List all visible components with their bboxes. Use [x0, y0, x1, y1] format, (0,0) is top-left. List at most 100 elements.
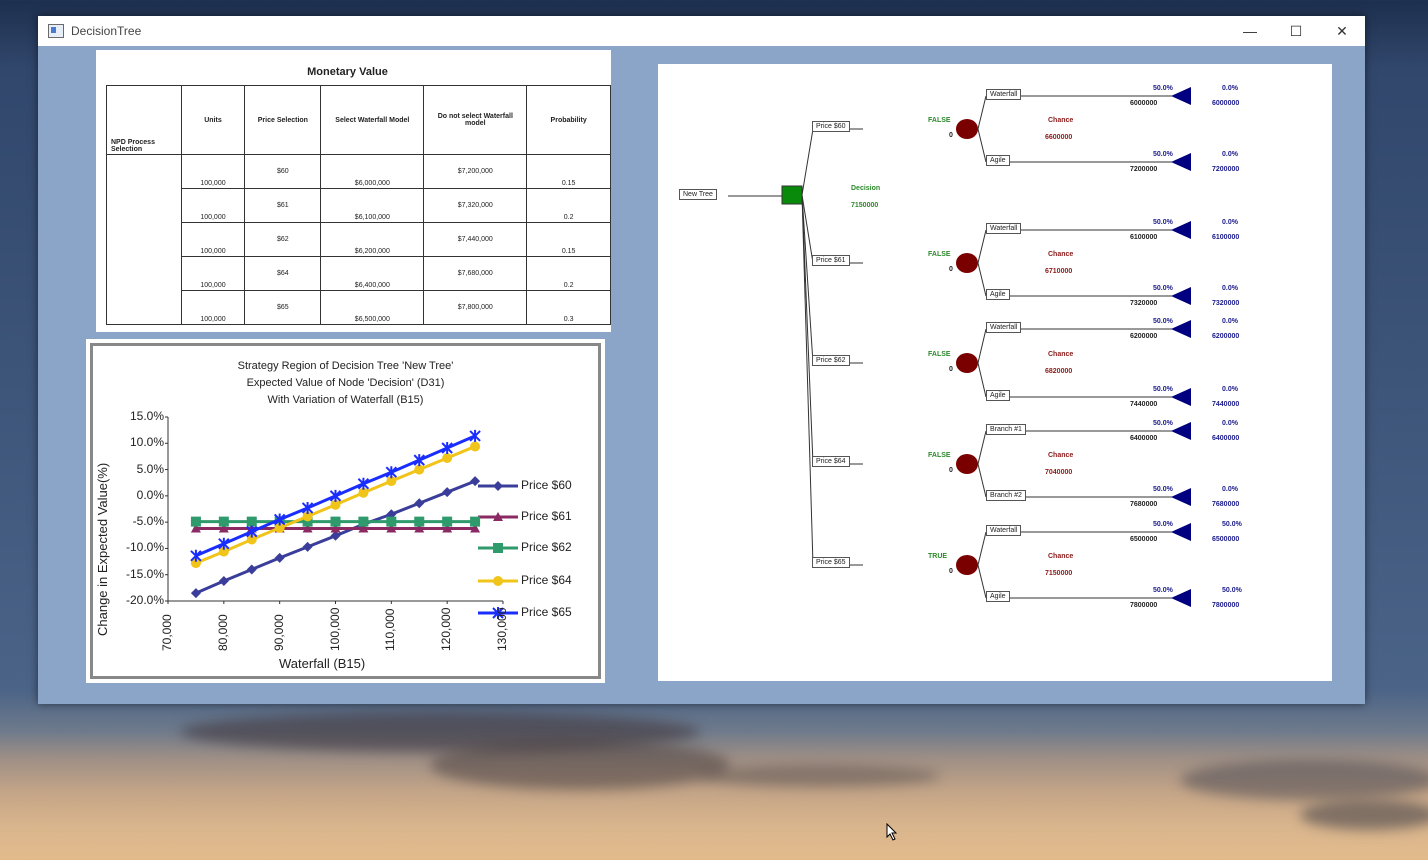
data-point: [442, 523, 453, 533]
cell-price: $61: [277, 202, 289, 209]
data-point: [273, 513, 286, 526]
data-point: [274, 552, 285, 563]
data-point: [442, 487, 453, 498]
cell-no-waterfall: $7,800,000: [457, 304, 493, 311]
terminal-node-triangle: [1171, 87, 1191, 105]
branch-cost: 0: [949, 467, 953, 474]
data-point: [414, 523, 425, 533]
branch-label: Price $65: [812, 557, 850, 568]
outcome-probability: 50.0%: [1222, 587, 1242, 594]
monetary-value-table: NPD Process Selection Units Price Select…: [106, 85, 611, 325]
monetary-value-table-image: Monetary Value NPD Process Selection Uni…: [96, 50, 611, 332]
outcome-value: 7680000: [1130, 501, 1158, 508]
data-point: [246, 564, 257, 575]
chance-value: 7150000: [1045, 570, 1073, 577]
mouse-cursor-icon: [886, 822, 898, 841]
x-tick-label: 120,000: [439, 607, 454, 651]
outcome-branch-line: [977, 262, 987, 297]
terminal-node-triangle: [1171, 422, 1191, 440]
desktop-cloud: [1300, 800, 1428, 830]
terminal-node-triangle: [1171, 320, 1191, 338]
desktop-cloud: [1180, 760, 1428, 800]
outcome-probability: 0.0%: [1222, 386, 1238, 393]
legend-label: Price $61: [521, 509, 572, 523]
outcome-percent: 50.0%: [1153, 85, 1173, 92]
cell-units: 100,000: [200, 214, 226, 221]
table-cell: $64: [244, 256, 322, 291]
x-tick-label: 110,000: [383, 608, 398, 652]
cell-price: $60: [277, 168, 289, 175]
data-point: [470, 476, 481, 487]
outcome-payoff: 6200000: [1212, 333, 1240, 340]
outcome-value: 6400000: [1130, 435, 1158, 442]
outcome-probability: 0.0%: [1222, 85, 1238, 92]
data-point: [218, 576, 229, 587]
outcome-branch-line: [977, 531, 987, 566]
data-point: [190, 558, 201, 569]
outcome-branch-line: [977, 564, 987, 599]
outcome-probability: 0.0%: [1222, 420, 1238, 427]
data-point: [414, 498, 425, 509]
x-tick-label: 100,000: [327, 607, 342, 651]
outcome-percent: 50.0%: [1153, 318, 1173, 325]
title-bar[interactable]: DecisionTree — ☐ ✕: [38, 16, 1365, 46]
chance-node-circle: [956, 253, 978, 273]
terminal-node-triangle: [1171, 523, 1191, 541]
maximize-button[interactable]: ☐: [1289, 22, 1303, 39]
chance-value: 6820000: [1045, 368, 1073, 375]
data-point: [190, 516, 201, 527]
cell-waterfall: $6,200,000: [354, 248, 390, 255]
table-cell: 100,000: [180, 188, 246, 223]
chance-node-circle: [956, 353, 978, 373]
data-point: [218, 546, 229, 557]
chance-node-circle: [956, 555, 978, 575]
column-header: Units: [180, 85, 246, 155]
x-tick-label: 130,000: [495, 607, 509, 651]
cell-no-waterfall: $7,680,000: [457, 270, 493, 277]
data-point: [386, 516, 397, 527]
branch-cost: 0: [949, 568, 953, 575]
data-point: [492, 607, 504, 619]
column-header: Select Waterfall Model: [320, 85, 425, 155]
outcome-label: Agile: [986, 390, 1010, 401]
table-cell: $7,800,000: [423, 290, 528, 325]
outcome-payoff: 7800000: [1212, 602, 1240, 609]
outcome-percent: 50.0%: [1153, 386, 1173, 393]
table-cell: 0.15: [526, 154, 611, 189]
table-cell: $62: [244, 222, 322, 257]
root-node-label: New Tree: [679, 189, 717, 200]
data-point: [190, 549, 202, 562]
decision-node-square: [781, 185, 803, 205]
app-window: DecisionTree — ☐ ✕ Monetary Value NPD Pr…: [38, 16, 1365, 704]
data-point: [470, 516, 481, 527]
outcome-value: 6200000: [1130, 333, 1158, 340]
chart-x-axis-label: Waterfall (B15): [279, 656, 366, 671]
data-point: [274, 522, 285, 533]
desktop-cloud: [430, 740, 730, 790]
chance-label: Chance: [1048, 452, 1074, 459]
minimize-button[interactable]: —: [1243, 23, 1257, 39]
outcome-payoff: 7200000: [1212, 166, 1240, 173]
branch-flag: TRUE: [928, 553, 948, 560]
table-cell: 100,000: [180, 154, 246, 189]
outcome-percent: 50.0%: [1153, 587, 1173, 594]
close-button[interactable]: ✕: [1336, 22, 1348, 39]
outcome-label: Waterfall: [986, 322, 1022, 333]
outcome-label: Agile: [986, 591, 1010, 602]
data-point: [441, 442, 453, 455]
cell-units: 100,000: [200, 282, 226, 289]
decision-value: 7150000: [851, 202, 879, 209]
chance-label: Chance: [1048, 117, 1074, 124]
column-header: NPD Process Selection: [106, 85, 182, 155]
data-point: [246, 525, 258, 538]
decision-branch-line: [801, 194, 814, 465]
outcome-probability: 50.0%: [1222, 521, 1242, 528]
chart-title-line: Expected Value of Node 'Decision' (D31): [246, 377, 445, 389]
outcome-percent: 50.0%: [1153, 486, 1173, 493]
tree-connector-lines: [728, 87, 1191, 607]
decision-branch-line: [801, 194, 814, 566]
data-point: [386, 523, 397, 533]
